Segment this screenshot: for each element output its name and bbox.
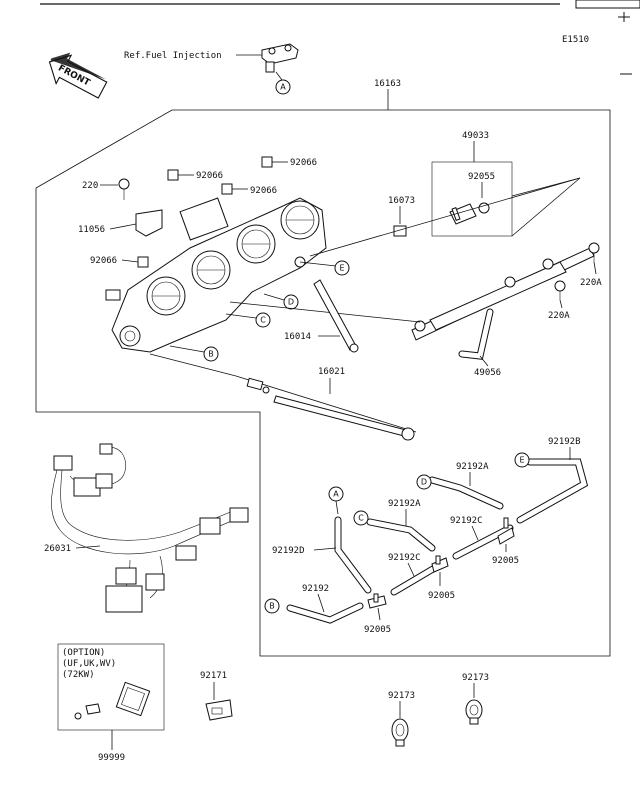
part-92066-label-d: 92066	[90, 256, 117, 266]
part-49056-label: 49056	[474, 368, 501, 378]
callout-e-upper: E	[334, 260, 350, 276]
callout-a-lower: A	[328, 486, 344, 502]
option-kit-box	[57, 643, 165, 731]
part-220a-label-b: 220A	[548, 311, 570, 321]
fuel-injection-sensor-part	[261, 43, 299, 73]
hose-92192c-upper	[452, 524, 514, 560]
callout-b-upper: B	[203, 346, 219, 362]
part-49033-label: 49033	[462, 131, 489, 141]
part-99999-label: 99999	[98, 753, 125, 763]
tee-fitting-92005-a	[367, 593, 387, 609]
ref-fuel-injection-note: Ref.Fuel Injection	[124, 51, 222, 61]
part-92005-label-b: 92005	[428, 591, 455, 601]
front-direction-arrow: FRONT	[48, 52, 108, 99]
part-92005-label-a: 92005	[364, 625, 391, 635]
screw-220	[118, 178, 130, 200]
hose-92192b	[516, 458, 589, 524]
part-92005-label-c: 92005	[492, 556, 519, 566]
callout-d-lower: D	[416, 474, 432, 490]
cap-92066-d	[137, 256, 149, 268]
option-line-2: (UF,UK,WV)	[62, 659, 116, 669]
cap-92066-b	[261, 156, 273, 168]
fuel-rail-49056	[411, 247, 595, 360]
hose-92192d	[334, 516, 372, 594]
part-92192a-label-a: 92192A	[456, 462, 489, 472]
screw-220a-b	[554, 280, 566, 300]
diagram-code: E1510	[562, 35, 589, 45]
callout-c-lower: C	[353, 510, 369, 526]
part-220a-label-a: 220A	[580, 278, 602, 288]
cap-92066-a	[167, 169, 179, 181]
part-92066-label-b: 92066	[290, 158, 317, 168]
hose-92192	[286, 602, 364, 624]
svg-text:E: E	[339, 264, 344, 273]
part-92192-label: 92192	[302, 584, 329, 594]
part-92173-label-a: 92173	[388, 691, 415, 701]
hose-92192a-upper	[428, 476, 504, 510]
svg-text:B: B	[269, 602, 275, 611]
cap-92066-c	[221, 183, 233, 195]
part-92066-label-c: 92066	[250, 186, 277, 196]
clip-92173-b	[465, 699, 483, 725]
part-92066-label-a: 92066	[196, 171, 223, 181]
part-220-label: 220	[82, 181, 98, 191]
hose-92192a-lower	[366, 518, 436, 552]
option-screw	[74, 703, 101, 720]
svg-text:D: D	[288, 298, 294, 307]
part-92192c-label-b: 92192C	[388, 553, 421, 563]
callout-b-lower: B	[264, 598, 280, 614]
svg-text:A: A	[280, 83, 286, 92]
callout-a-top: A	[275, 79, 291, 95]
part-92192d-label: 92192D	[272, 546, 305, 556]
throttle-assembly-frame	[35, 109, 611, 657]
header-rule	[40, 0, 640, 75]
part-26031-label: 26031	[44, 544, 71, 554]
part-92192c-label-a: 92192C	[450, 516, 483, 526]
screw-220a-a	[588, 242, 600, 262]
part-92173-label-b: 92173	[462, 673, 489, 683]
callout-c-upper: C	[255, 312, 271, 328]
option-plate	[115, 681, 151, 717]
part-16021-label: 16021	[318, 367, 345, 377]
callout-d-upper: D	[283, 294, 299, 310]
sensor-16014	[313, 279, 359, 353]
part-16014-label: 16014	[284, 332, 311, 342]
clip-92173-a	[391, 718, 409, 747]
part-92192a-label-b: 92192A	[388, 499, 421, 509]
part-11056-label: 11056	[78, 225, 105, 235]
wiring-harness-26031	[51, 443, 249, 613]
bracket-11056	[135, 209, 163, 237]
callout-e-lower: E	[514, 452, 530, 468]
grommet-16073	[393, 225, 407, 237]
svg-text:C: C	[260, 316, 266, 325]
svg-text:A: A	[333, 490, 339, 499]
svg-text:C: C	[358, 514, 364, 523]
hose-92192c-lower	[390, 562, 442, 596]
part-92171-label: 92171	[200, 671, 227, 681]
part-16163-label: 16163	[374, 79, 401, 89]
svg-text:D: D	[421, 478, 427, 487]
tee-fitting-92005-b	[431, 555, 449, 573]
shaft-16021	[246, 377, 415, 441]
injector-kit-box	[431, 161, 513, 237]
clamp-92171	[205, 699, 233, 721]
option-line-3: (72KW)	[62, 670, 95, 680]
svg-text:E: E	[519, 456, 524, 465]
part-16073-label: 16073	[388, 196, 415, 206]
part-92055-label: 92055	[468, 172, 495, 182]
svg-text:B: B	[208, 350, 214, 359]
throttle-body-assembly	[105, 197, 327, 353]
tee-fitting-92005-c	[497, 517, 515, 545]
option-line-1: (OPTION)	[62, 648, 105, 658]
part-92192b-label: 92192B	[548, 437, 581, 447]
